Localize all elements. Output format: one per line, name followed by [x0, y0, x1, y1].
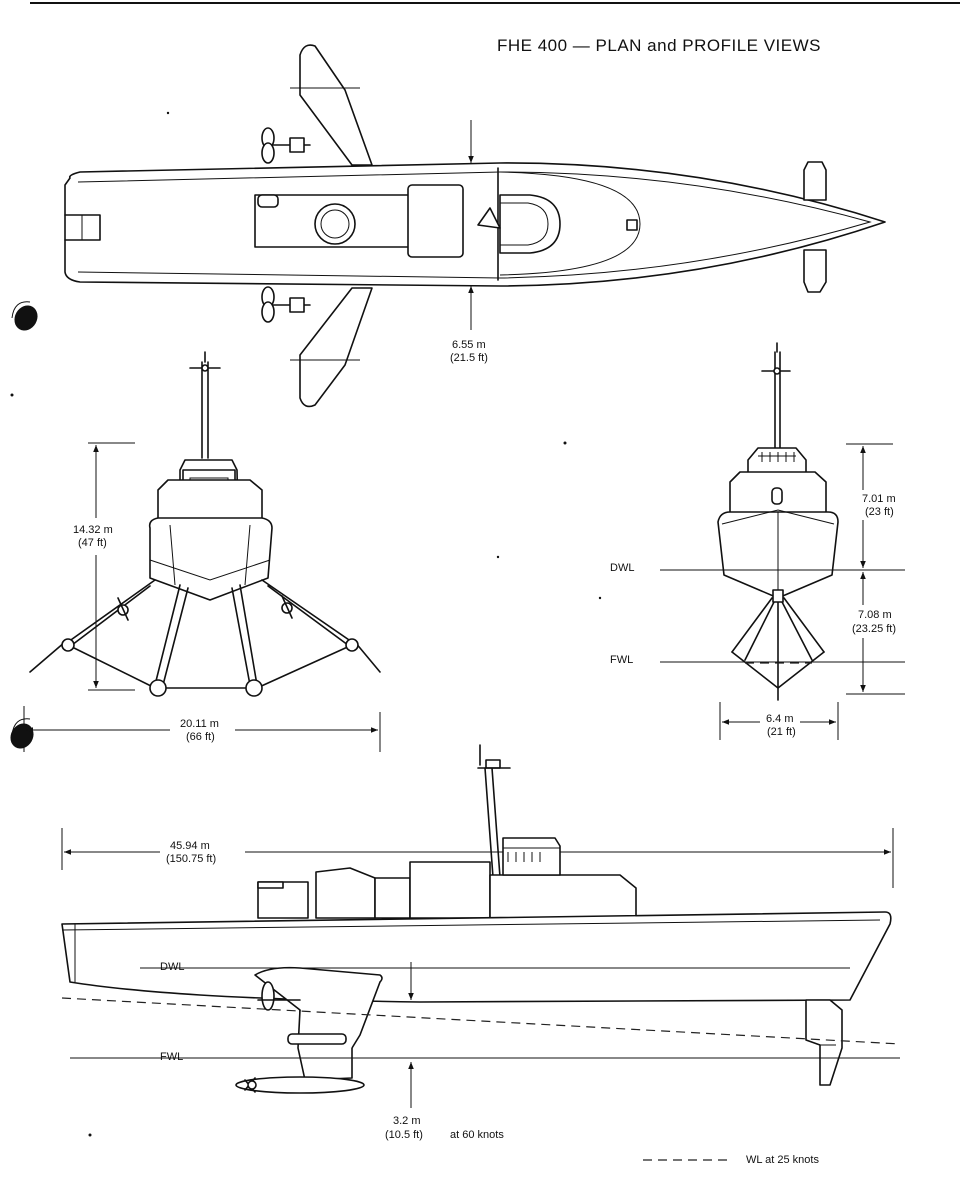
plan-propeller-upper	[261, 127, 311, 164]
profile-wl-25-knots-line	[61, 997, 901, 1045]
rear-upper-value: 7.01 m	[862, 493, 896, 505]
page-title: FHE 400 — PLAN and PROFILE VIEWS	[497, 36, 821, 55]
profile-draft-value-ft: (10.5 ft)	[385, 1129, 423, 1141]
profile-hull	[61, 911, 892, 1003]
profile-speed-note: at 60 knots	[450, 1129, 504, 1141]
rear-width-value: 6.4 m	[766, 713, 794, 725]
profile-dwl-label: DWL	[160, 961, 184, 973]
front-span-value: 20.11 m	[180, 718, 219, 730]
registration-mark-upper	[11, 301, 38, 331]
front-view: 14.32 m (47 ft) 20.11 m (66 ft)	[23, 351, 381, 752]
front-hull	[148, 517, 273, 601]
scan-specks	[10, 111, 602, 1137]
plan-hull	[64, 162, 886, 287]
profile-length-value-ft: (150.75 ft)	[166, 853, 216, 865]
profile-fwl-label: FWL	[160, 1051, 183, 1063]
profile-view: 45.94 m (150.75 ft)	[61, 744, 901, 1166]
plan-propeller-lower	[261, 286, 311, 323]
rear-dwl-label: DWL	[610, 562, 634, 574]
rear-width-value-ft: (21 ft)	[767, 726, 796, 738]
rear-lower-value-ft: (23.25 ft)	[852, 623, 896, 635]
registration-mark-lower	[10, 718, 34, 749]
profile-length-value: 45.94 m	[170, 840, 210, 852]
legend-label: WL at 25 knots	[746, 1154, 819, 1166]
plan-view: 6.55 m (21.5 ft)	[64, 44, 886, 408]
profile-propeller	[257, 981, 301, 1011]
front-height-value-ft: (47 ft)	[78, 537, 107, 549]
front-height-value: 14.32 m	[73, 524, 113, 536]
rear-lower-value: 7.08 m	[858, 609, 892, 621]
plan-beam-value: 6.55 m	[452, 339, 486, 351]
front-span-value-ft: (66 ft)	[186, 731, 215, 743]
rear-view: DWL FWL 7.01 m (23 ft) 7.08 m (23.25 ft)…	[610, 342, 905, 740]
plan-beam-value-ft: (21.5 ft)	[450, 352, 488, 364]
rear-upper-value-ft: (23 ft)	[865, 506, 894, 518]
rear-fwl-label: FWL	[610, 654, 633, 666]
profile-draft-value: 3.2 m	[393, 1115, 421, 1127]
